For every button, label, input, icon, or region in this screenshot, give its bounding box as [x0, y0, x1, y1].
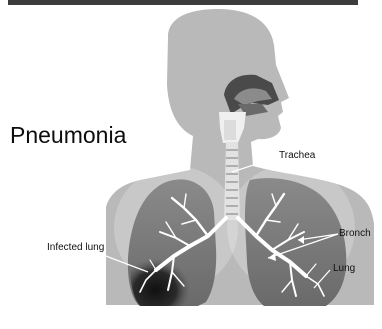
header-text-strip — [0, 0, 382, 9]
infected-lung-label: Infected lung — [47, 243, 104, 253]
trachea-label: Trachea — [279, 151, 315, 161]
lung-label: Lung — [333, 264, 355, 274]
bronch-label: Bronch — [339, 229, 371, 239]
diagram-title: Pneumonia — [10, 124, 126, 147]
trachea — [224, 142, 240, 220]
